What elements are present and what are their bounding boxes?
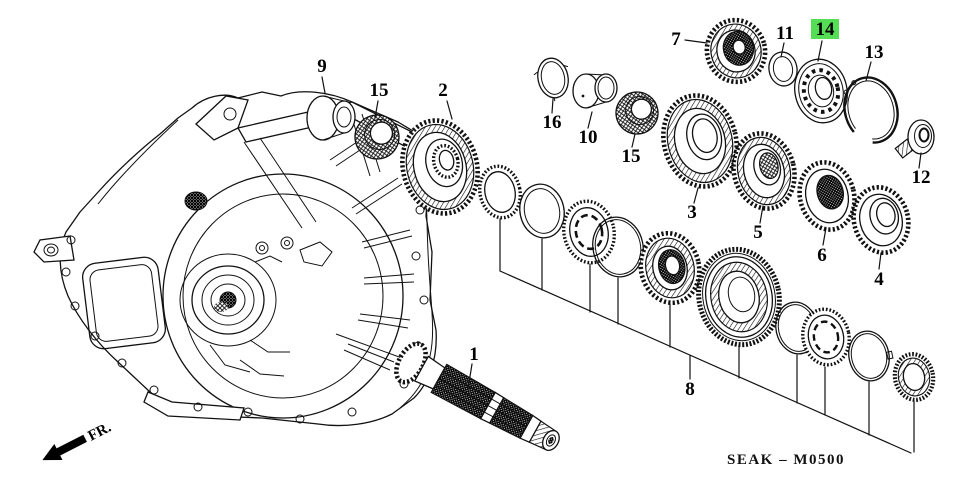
callout-8[interactable]: 8 — [685, 379, 695, 400]
gear-part-6 — [797, 160, 857, 232]
collar-part-9 — [306, 95, 356, 141]
synchro-ring-2 — [801, 307, 851, 367]
needle-bearing-part-15a — [354, 114, 400, 160]
callout-7[interactable]: 7 — [671, 29, 681, 50]
axis-line — [335, 333, 403, 359]
callout-8-bracket — [499, 218, 915, 454]
toothed-ring — [892, 352, 936, 402]
ball-bearing-part-14 — [794, 58, 848, 124]
needle-bearing-part-15b — [615, 91, 659, 135]
synchro-ring — [562, 199, 616, 265]
synchro-hub-sleeve — [696, 246, 782, 348]
drawing-code: SEAK – M0500 — [727, 452, 845, 468]
callout-6[interactable]: 6 — [817, 245, 827, 266]
snap-ring-part-13 — [843, 76, 899, 144]
clutch-housing-illustration — [33, 91, 437, 427]
gear-part-2 — [400, 118, 480, 216]
housing-pocket-detail — [184, 191, 208, 211]
callout-3[interactable]: 3 — [687, 202, 697, 223]
bolt-part-12 — [894, 119, 935, 159]
gear-part-5 — [731, 131, 797, 211]
callout-labels: 1 2 3 4 5 6 7 8 9 10 11 12 13 14 15 15 1… — [317, 19, 931, 400]
callout-10[interactable]: 10 — [579, 127, 598, 148]
fr-label: FR. — [86, 419, 115, 444]
callout-16[interactable]: 16 — [543, 112, 562, 133]
callout-14-highlight-box — [811, 19, 839, 39]
housing-bearing-bore — [179, 253, 277, 347]
gear-part-3 — [661, 93, 739, 189]
callout-2[interactable]: 2 — [438, 80, 448, 101]
housing-window — [81, 256, 167, 350]
gear-part-4 — [851, 185, 911, 255]
fr-direction-indicator: FR. — [42, 419, 115, 461]
bushing-part-10 — [572, 73, 618, 109]
callout-14[interactable]: 14 — [816, 19, 836, 40]
callout-13[interactable]: 13 — [865, 42, 884, 63]
callout-9[interactable]: 9 — [317, 56, 327, 77]
callout-5[interactable]: 5 — [753, 222, 763, 243]
callout-11[interactable]: 11 — [776, 23, 794, 44]
thin-ring — [592, 216, 644, 278]
thin-ring-3 — [848, 330, 894, 382]
synchro-blocking-ring — [519, 183, 565, 239]
callout-14-highlighted[interactable]: 14 — [811, 19, 839, 40]
fr-arrow-icon — [42, 434, 87, 461]
callout-15b[interactable]: 15 — [622, 146, 641, 167]
callout-4[interactable]: 4 — [874, 269, 884, 290]
gear-part-7 — [704, 17, 768, 85]
callout-12[interactable]: 12 — [912, 167, 931, 188]
snap-ring-part-16 — [533, 57, 569, 102]
countershaft-part-1 — [394, 341, 560, 451]
splined-gear — [638, 230, 702, 306]
callout-leader-lines — [321, 39, 922, 390]
callout-1[interactable]: 1 — [469, 344, 479, 365]
callout-15a[interactable]: 15 — [370, 80, 389, 101]
spring-ring — [478, 164, 522, 220]
